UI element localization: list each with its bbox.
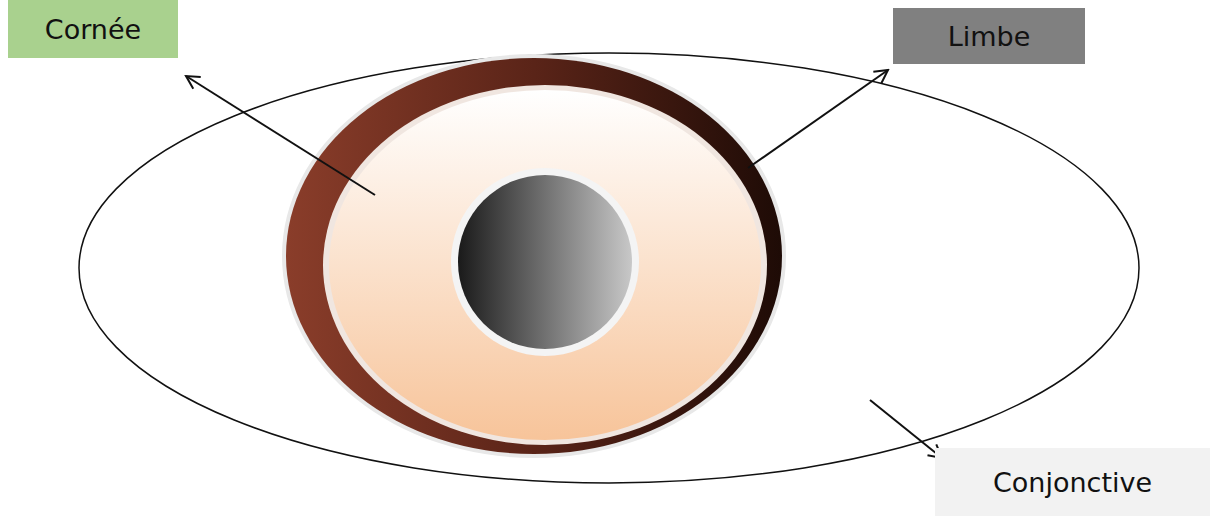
part-label: Cornée [45,14,141,45]
cornea-disk [329,90,761,440]
leader-line [748,70,888,168]
cornea-rim [323,85,767,445]
label-box: Cornée [8,0,178,58]
label-box: Conjonctive [935,448,1210,516]
label-box: Limbe [893,8,1085,64]
pupil-rim [451,168,639,356]
part-label: Conjonctive [993,467,1152,498]
part-label: Limbe [948,21,1031,52]
ring-rim [282,54,786,458]
limbus-ring [286,58,782,454]
eye-outline [79,53,1139,483]
leader-line [870,400,942,458]
leader-line [186,76,375,195]
pupil [458,175,632,349]
